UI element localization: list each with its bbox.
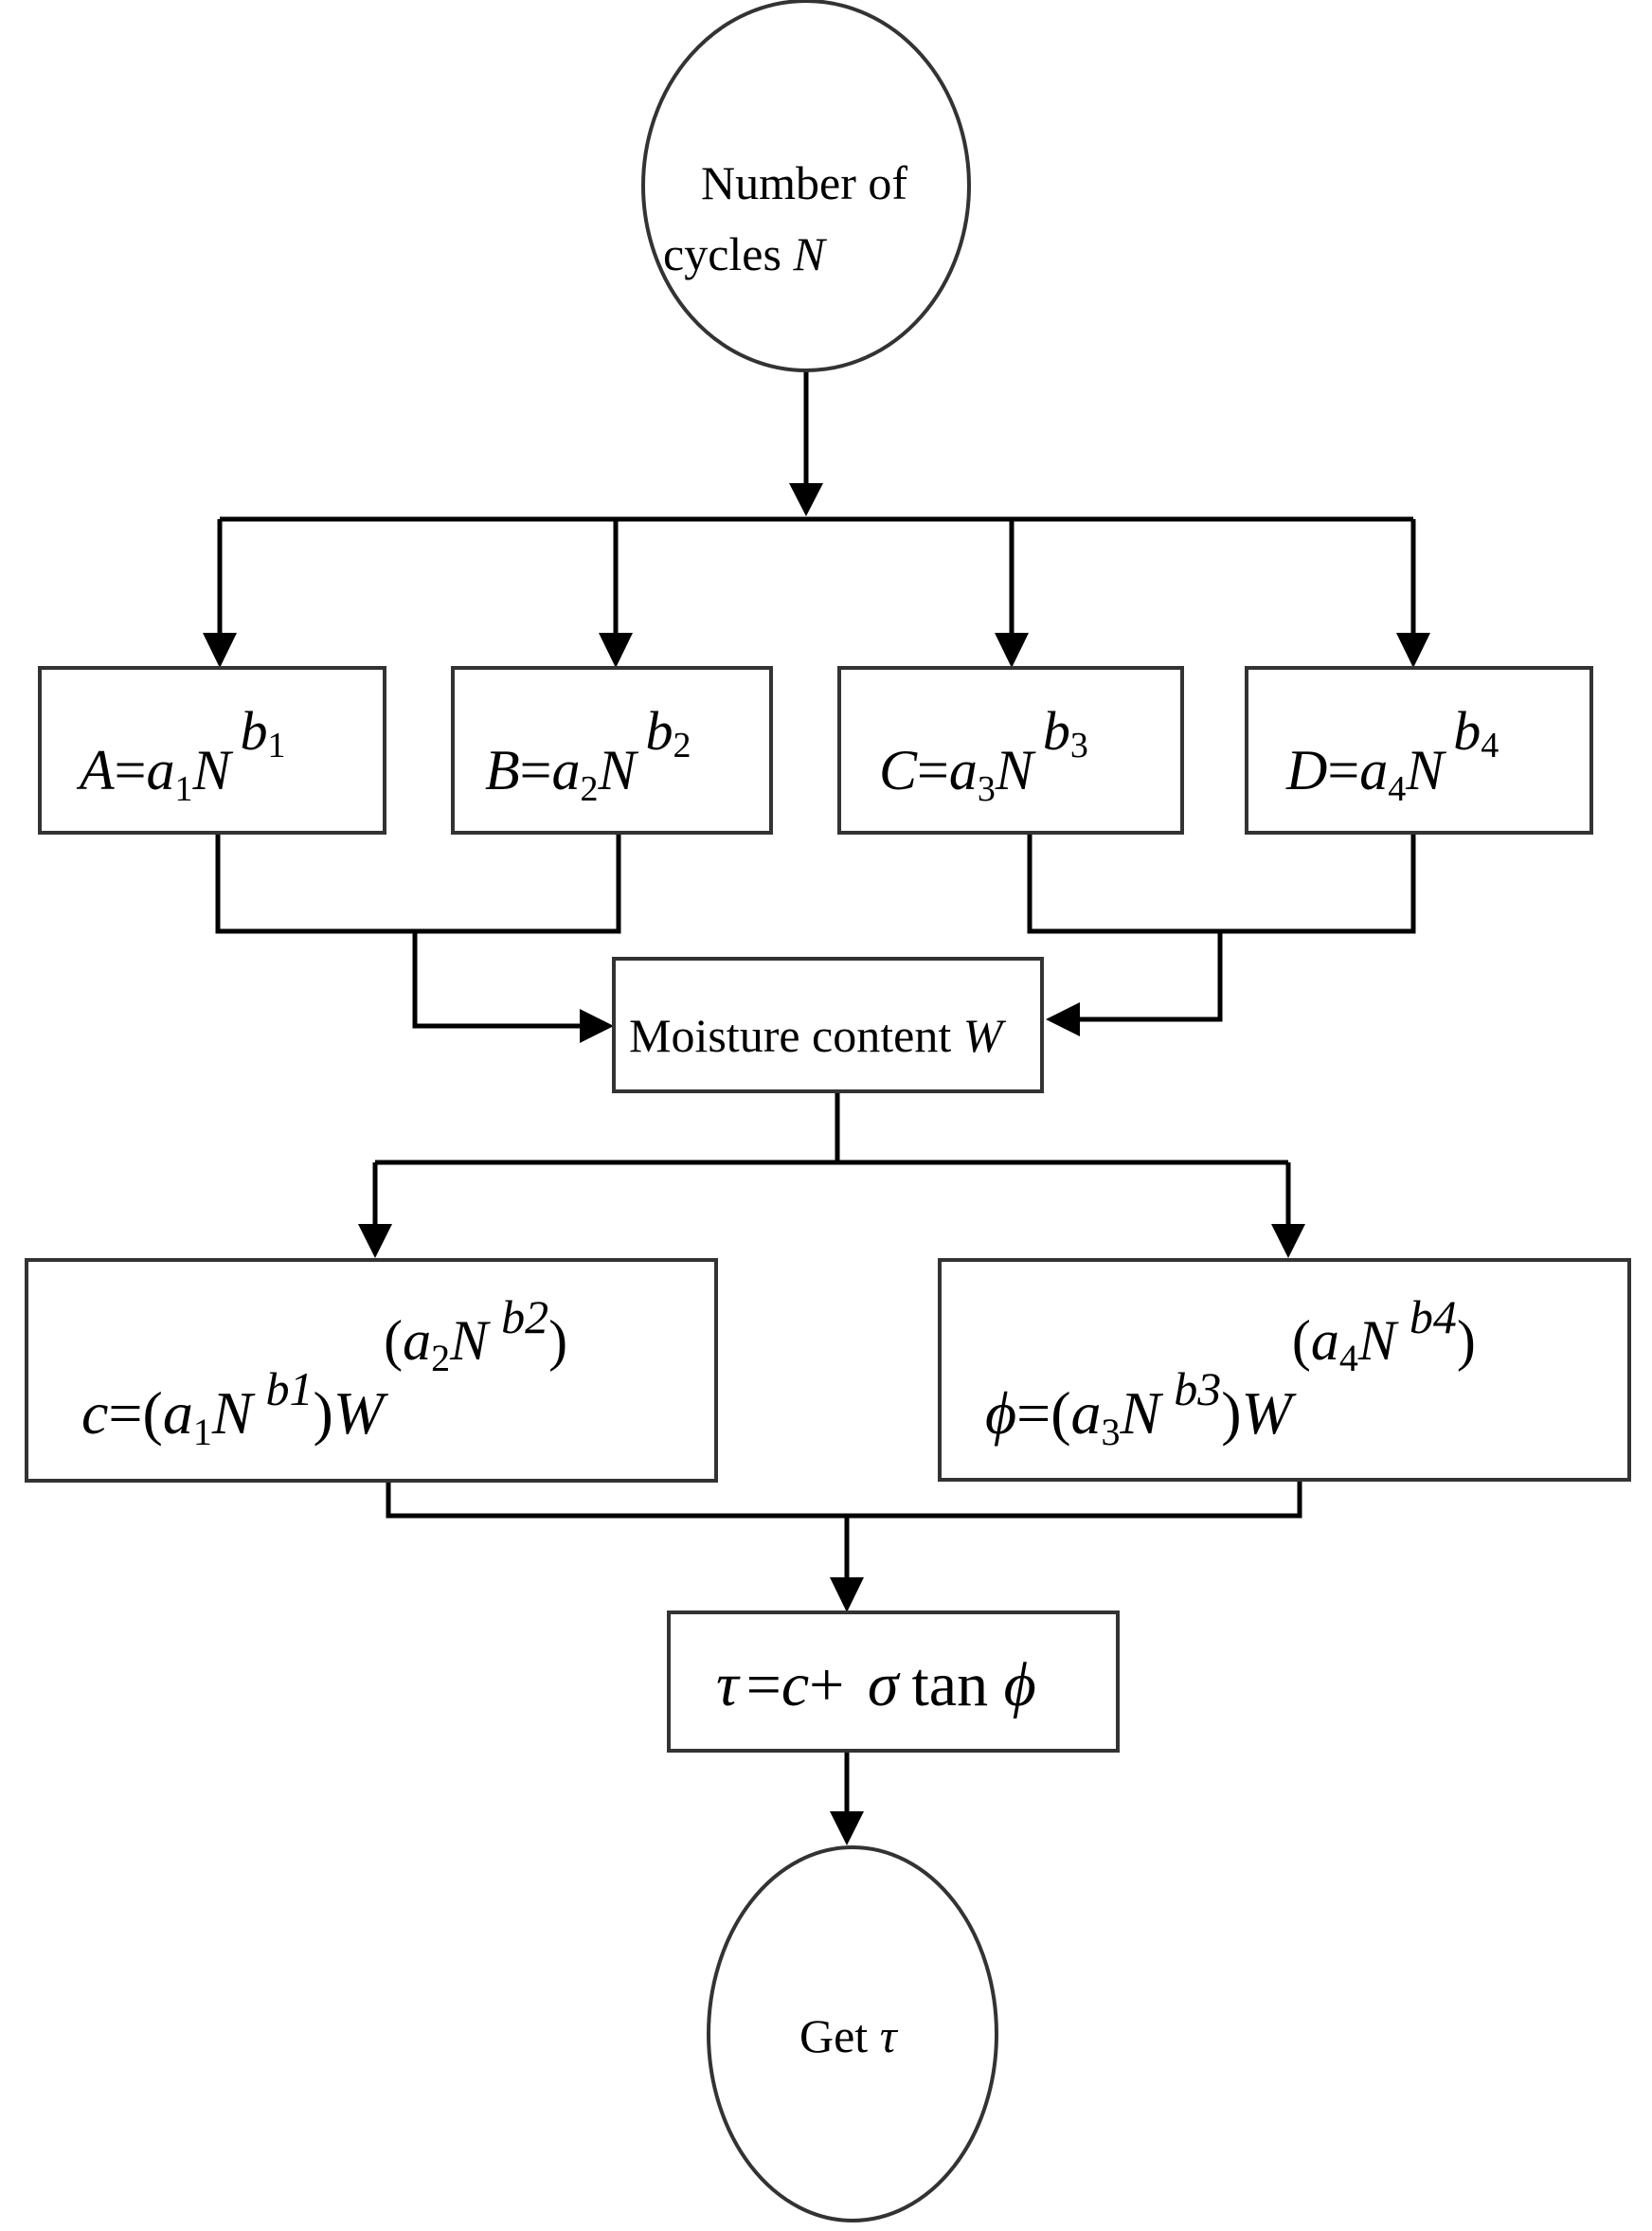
equation-box-C: C=a3Nb3	[837, 666, 1184, 835]
connector-cf-merge	[386, 1481, 1302, 1519]
arrowhead-cohesion	[358, 1224, 392, 1258]
end-label: Get τ	[799, 2009, 899, 2062]
equation-A: A=a1Nb1	[76, 700, 286, 809]
equation-box-B: B=a2Nb2	[451, 666, 773, 835]
arrowhead-C	[995, 633, 1029, 668]
start-label-line1: Number of	[701, 156, 907, 209]
start-node: Number of cycles N	[641, 0, 971, 372]
end-node: Get τ	[707, 1845, 998, 2222]
arrowhead-friction	[1271, 1224, 1305, 1258]
equation-box-A-frame	[38, 666, 386, 835]
connector-CD-to-moisture	[1080, 931, 1223, 1022]
arrowhead-shear	[830, 1577, 864, 1612]
arrowhead-end	[830, 1811, 864, 1845]
equation-box-D: D=a4Nb4	[1245, 666, 1593, 835]
equation-box-D-frame	[1245, 666, 1593, 835]
start-label-line2: cycles N	[663, 227, 827, 280]
cohesion-box	[25, 1258, 718, 1483]
equation-C: C=a3Nb3	[879, 700, 1088, 809]
equation-box-B-frame	[451, 666, 773, 835]
connectors	[203, 371, 1430, 1845]
equation-B: B=a2Nb2	[485, 700, 691, 809]
equation-box-C-frame	[837, 666, 1184, 835]
connector-CD-merge	[1027, 833, 1416, 934]
arrowhead-moisture-right	[1046, 1002, 1080, 1036]
moisture-label: Moisture content W	[629, 1009, 1007, 1062]
arrowhead-B	[599, 633, 633, 668]
shear-box	[667, 1610, 1120, 1753]
equation-D: D=a4Nb4	[1285, 700, 1499, 809]
end-ellipse	[707, 1845, 998, 2222]
connector-AB-to-moisture	[412, 931, 580, 1029]
arrowhead-moisture-left	[580, 1009, 614, 1043]
equation-box-A: A=a1Nb1	[38, 666, 386, 835]
connector-AB-merge	[215, 833, 621, 934]
arrowhead-D	[1396, 633, 1430, 668]
moisture-node: Moisture content W	[612, 957, 1044, 1093]
arrowhead-start	[789, 483, 823, 516]
arrowhead-A	[203, 633, 237, 668]
start-ellipse	[641, 0, 971, 372]
friction-box	[938, 1258, 1631, 1482]
moisture-box	[612, 957, 1044, 1093]
